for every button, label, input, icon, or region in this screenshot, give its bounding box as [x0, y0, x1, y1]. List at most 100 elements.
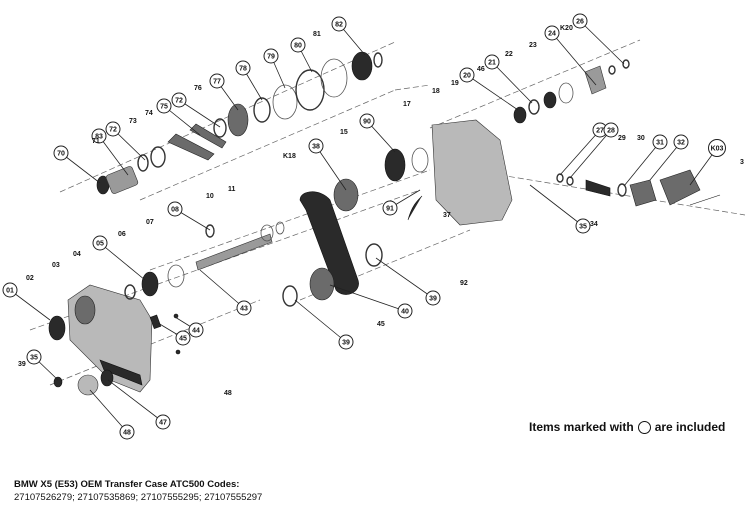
- callout-circle: [2, 282, 18, 298]
- callout-83: 83: [91, 128, 107, 144]
- callout-40: 40: [397, 303, 413, 319]
- callout-number: 75: [160, 104, 168, 111]
- callout-circle: [167, 201, 183, 217]
- label-23-plain: 23: [529, 42, 537, 49]
- callout-24: 24: [544, 25, 560, 41]
- label-76-plain: 76: [194, 85, 202, 92]
- leader-line-72b: [178, 99, 221, 128]
- callout-48: 48: [119, 424, 135, 440]
- top-shaft-assembly: [96, 51, 383, 195]
- input-shaft: [195, 221, 285, 271]
- front-housing: [48, 264, 185, 393]
- callout-91: 91: [382, 200, 398, 216]
- callout-circle: [484, 54, 500, 70]
- callout-number: 79: [267, 54, 275, 61]
- callout-number: 39: [429, 296, 437, 303]
- callout-01: 01: [2, 282, 18, 298]
- callout-circle: [235, 60, 251, 76]
- callout-circle: [263, 48, 279, 64]
- callout-circle: [209, 73, 225, 89]
- label-42-plain: 46: [477, 66, 485, 73]
- callout-number: 05: [96, 241, 104, 248]
- callout-circle: [572, 13, 588, 29]
- callout-circle: [708, 139, 726, 157]
- callout-number: 40: [401, 309, 409, 316]
- label-07-plain: 07: [146, 219, 154, 226]
- callout-82: 82: [331, 16, 347, 32]
- leader-line-26: [579, 20, 625, 65]
- label-11-plain: 11: [228, 186, 236, 193]
- callout-number: 70: [57, 151, 65, 158]
- leader-line-28: [569, 129, 612, 179]
- label-19-plain: 19: [451, 80, 459, 87]
- leader-line-20: [466, 74, 519, 111]
- label-34-plain: 39: [18, 361, 26, 368]
- label-81-plain: 81: [313, 31, 321, 38]
- label-30-plain: 30: [637, 135, 645, 142]
- callout-number: 48: [123, 430, 131, 437]
- leader-line-24: [551, 32, 597, 86]
- callout-45: 45: [175, 330, 191, 346]
- legend-suffix: are included: [654, 420, 726, 434]
- callout-number: 80: [294, 43, 302, 50]
- footer-codes: 27107526279; 27107535869; 27107555295; 2…: [14, 491, 263, 503]
- rear-top-assembly: [513, 59, 630, 124]
- callout-circle: [459, 67, 475, 83]
- callout-circle: [171, 92, 187, 108]
- callout-number: 47: [159, 420, 167, 427]
- label-17-plain: 17: [403, 101, 411, 108]
- callout-38: 38: [308, 138, 324, 154]
- right-side-assembly: [556, 169, 721, 207]
- callout-number: 43: [240, 306, 248, 313]
- callout-number: 82: [335, 22, 343, 29]
- leader-line-75: [163, 105, 201, 136]
- leader-line-38: [315, 145, 347, 191]
- callout-number: 35: [30, 355, 38, 362]
- callout-08: 08: [167, 201, 183, 217]
- callout-31: 31: [652, 134, 668, 150]
- label-18-plain: 18: [432, 88, 440, 95]
- callout-number: 35: [579, 224, 587, 231]
- leader-line-70: [60, 152, 101, 184]
- callout-number: 83: [95, 134, 103, 141]
- callout-circle: [290, 37, 306, 53]
- callout-number: 27: [596, 128, 604, 135]
- callout-78: 78: [235, 60, 251, 76]
- leader-line-48: [89, 389, 128, 433]
- label-15-plain: 15: [340, 129, 348, 136]
- callout-72b: 72: [171, 92, 187, 108]
- callout-32: 32: [673, 134, 689, 150]
- callout-circle: [91, 128, 107, 144]
- callout-circle: [175, 330, 191, 346]
- leader-line-32: [649, 141, 682, 181]
- rear-housing: [384, 119, 513, 226]
- callout-circle: [308, 138, 324, 154]
- callout-39b: 39: [425, 290, 441, 306]
- callout-26: 26: [572, 13, 588, 29]
- label-74-plain: 74: [145, 110, 153, 117]
- leader-line-35b: [529, 184, 584, 227]
- leader-line-43: [199, 269, 245, 309]
- circle-icon: [637, 420, 651, 434]
- label-92-plain: 92: [460, 280, 468, 287]
- callout-number: 72: [109, 127, 117, 134]
- callout-circle: [155, 414, 171, 430]
- callout-number: 24: [548, 31, 556, 38]
- label-06-plain: 06: [118, 231, 126, 238]
- callout-28: 28: [603, 122, 619, 138]
- callout-circle: [92, 235, 108, 251]
- callout-circle: [338, 334, 354, 350]
- leader-line-21: [491, 61, 533, 104]
- callout-circle: [236, 300, 252, 316]
- callout-number: 20: [463, 73, 471, 80]
- callout-number: 39: [342, 340, 350, 347]
- leader-line-47: [107, 379, 164, 423]
- label-3-plain: 3: [740, 159, 744, 166]
- callout-number: 90: [363, 119, 371, 126]
- label-29-plain: 29: [618, 135, 626, 142]
- callout-72a: 72: [105, 121, 121, 137]
- callout-number: 08: [171, 207, 179, 214]
- callout-number: 21: [488, 60, 496, 67]
- callout-circle: [53, 145, 69, 161]
